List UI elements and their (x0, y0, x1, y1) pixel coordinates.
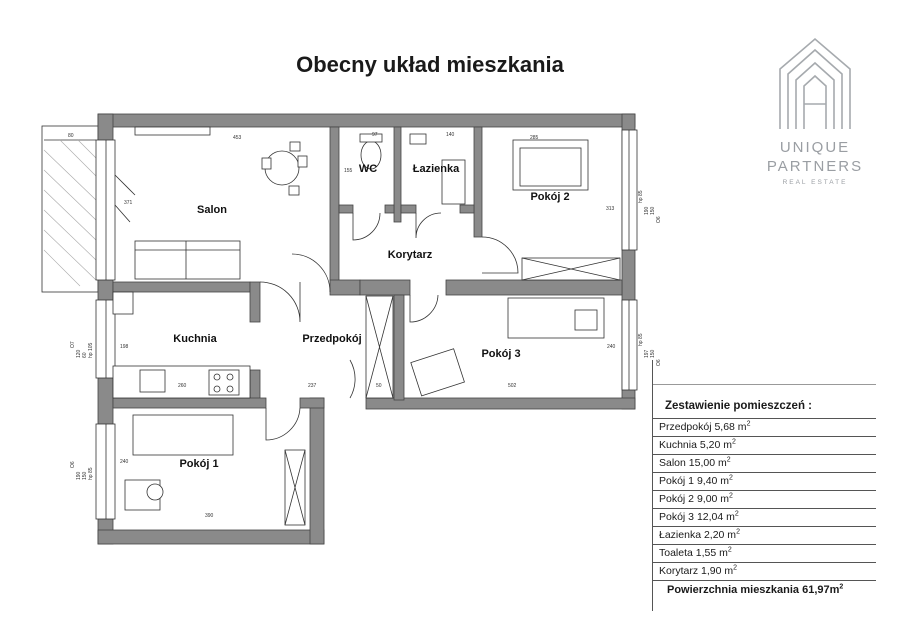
dim-przedpokoj-bottom: 237 (308, 383, 317, 389)
summary-header-strip (653, 360, 876, 385)
window-specs: 190 150 hp 85 O6 197 150 hp 85 O6 120 60… (70, 190, 662, 480)
summary-row-sup: 2 (729, 492, 733, 500)
room-label-lazienka: Łazienka (413, 163, 460, 175)
summary-total-sup: 2 (839, 583, 844, 591)
walls (97, 113, 636, 545)
dim-przedpokoj-small: 50 (376, 383, 382, 389)
summary-row-text: Przedpokój 5,68 m (659, 421, 747, 433)
dim-salon-top: 453 (233, 135, 242, 141)
window-spec-pokoj1-4: O6 (70, 461, 76, 468)
summary-row-sup: 2 (734, 510, 739, 518)
summary-row-sup: 2 (731, 438, 736, 446)
furniture (112, 126, 621, 526)
summary-row-sup: 2 (746, 420, 751, 428)
room-label-przedpokoj: Przedpokój (302, 333, 361, 345)
window-spec-pokoj2-1: 190 (644, 206, 650, 215)
summary-row: Pokój 2 9,00 m2 (653, 490, 876, 508)
room-label-wc: WC (359, 163, 377, 175)
room-label-salon: Salon (197, 204, 227, 216)
dim-wc-side: 155 (344, 168, 353, 174)
summary-row: Salon 15,00 m2 (653, 454, 876, 472)
dim-wc-top: 97 (372, 132, 378, 138)
balcony: 80 (41, 125, 99, 293)
dim-pokoj3-side: 240 (607, 344, 616, 350)
summary-row-sup: 2 (729, 474, 733, 482)
summary-row-text: Pokój 1 9,40 m (659, 475, 730, 487)
dim-balcony: 80 (68, 133, 74, 139)
logo-text-partners: PARTNERS (766, 158, 864, 175)
summary-row-text: Łazienka 2,20 m (659, 529, 737, 541)
summary-row-sup: 2 (726, 456, 731, 464)
room-label-pokoj1: Pokój 1 (179, 458, 218, 470)
company-logo: UNIQUE PARTNERS REAL ESTATE (760, 34, 870, 194)
window-spec-pokoj2-3: hp 85 (638, 190, 644, 203)
room-label-pokoj2: Pokój 2 (530, 191, 569, 203)
area-summary-table: Zestawienie pomieszczeń : Przedpokój 5,6… (652, 360, 876, 611)
dim-pokoj3-bottom: 502 (508, 383, 517, 389)
windows (95, 129, 638, 520)
summary-row: Przedpokój 5,68 m2 (653, 418, 876, 436)
window-spec-pokoj2-2: 150 (650, 206, 656, 215)
summary-row-sup: 2 (727, 546, 732, 554)
window-spec-kuchnia-3: hp 105 (88, 342, 94, 358)
window-spec-pokoj3-2: 150 (650, 349, 656, 358)
dimension-labels: 453 371 97 155 140 285 313 198 260 237 5… (120, 132, 616, 519)
plan-title: Obecny układ mieszkania (296, 52, 564, 77)
dim-salon-side: 371 (124, 200, 133, 206)
window-spec-pokoj2-4: O6 (656, 216, 662, 223)
window-spec-pokoj3-1: 197 (644, 349, 650, 358)
summary-row-text: Toaleta 1,55 m (659, 547, 728, 559)
summary-row-text: Pokój 2 9,00 m (659, 493, 730, 505)
dim-pokoj2-top: 285 (530, 135, 539, 141)
summary-row: Pokój 3 12,04 m2 (653, 508, 876, 526)
window-spec-pokoj3-3: hp 85 (638, 333, 644, 346)
window-spec-pokoj1-2: 150 (82, 471, 88, 480)
window-spec-pokoj1-3: hp 85 (88, 467, 94, 480)
room-label-pokoj3: Pokój 3 (481, 348, 520, 360)
summary-row: Korytarz 1,90 m2 (653, 562, 876, 581)
summary-row: Toaleta 1,55 m2 (653, 544, 876, 562)
summary-total-text: Powierzchnia mieszkania 61,97m (667, 584, 840, 596)
summary-row-text: Salon 15,00 m (659, 457, 727, 469)
summary-row-text: Korytarz 1,90 m (659, 565, 734, 577)
summary-total: Powierzchnia mieszkania 61,97m2 (667, 583, 844, 596)
logo-text-real-estate: REAL ESTATE (782, 179, 848, 186)
summary-row: Kuchnia 5,20 m2 (653, 436, 876, 454)
summary-row-sup: 2 (733, 564, 738, 572)
dim-lazienka-top: 140 (446, 132, 455, 138)
room-label-kuchnia: Kuchnia (173, 333, 217, 345)
logo-text-unique: UNIQUE (779, 139, 851, 156)
dim-pokoj1-side: 240 (120, 459, 129, 465)
summary-row-text: Kuchnia 5,20 m (659, 439, 732, 451)
window-spec-kuchnia-1: 120 (76, 349, 82, 358)
summary-row: Pokój 1 9,40 m2 (653, 472, 876, 490)
summary-row-sup: 2 (736, 528, 740, 536)
room-labels: Salon WC Łazienka Pokój 2 Korytarz Kuchn… (173, 163, 569, 470)
doors (259, 212, 519, 441)
window-spec-kuchnia-4: O7 (70, 341, 76, 348)
summary-row-text: Pokój 3 12,04 m (659, 511, 735, 523)
dim-kuchnia-side: 198 (120, 344, 129, 350)
dim-kuchnia-bottom: 260 (178, 383, 187, 389)
summary-heading: Zestawienie pomieszczeń : (665, 400, 812, 412)
house-logo-icon (779, 37, 851, 129)
dim-pokoj1-bottom: 390 (205, 513, 214, 519)
window-spec-kuchnia-2: 60 (82, 352, 88, 358)
summary-row: Łazienka 2,20 m2 (653, 526, 876, 544)
window-spec-pokoj1-1: 190 (76, 471, 82, 480)
window-spec-pokoj3-4: O6 (656, 359, 662, 366)
dim-pokoj2-side: 313 (606, 206, 615, 212)
room-label-korytarz: Korytarz (388, 249, 433, 261)
